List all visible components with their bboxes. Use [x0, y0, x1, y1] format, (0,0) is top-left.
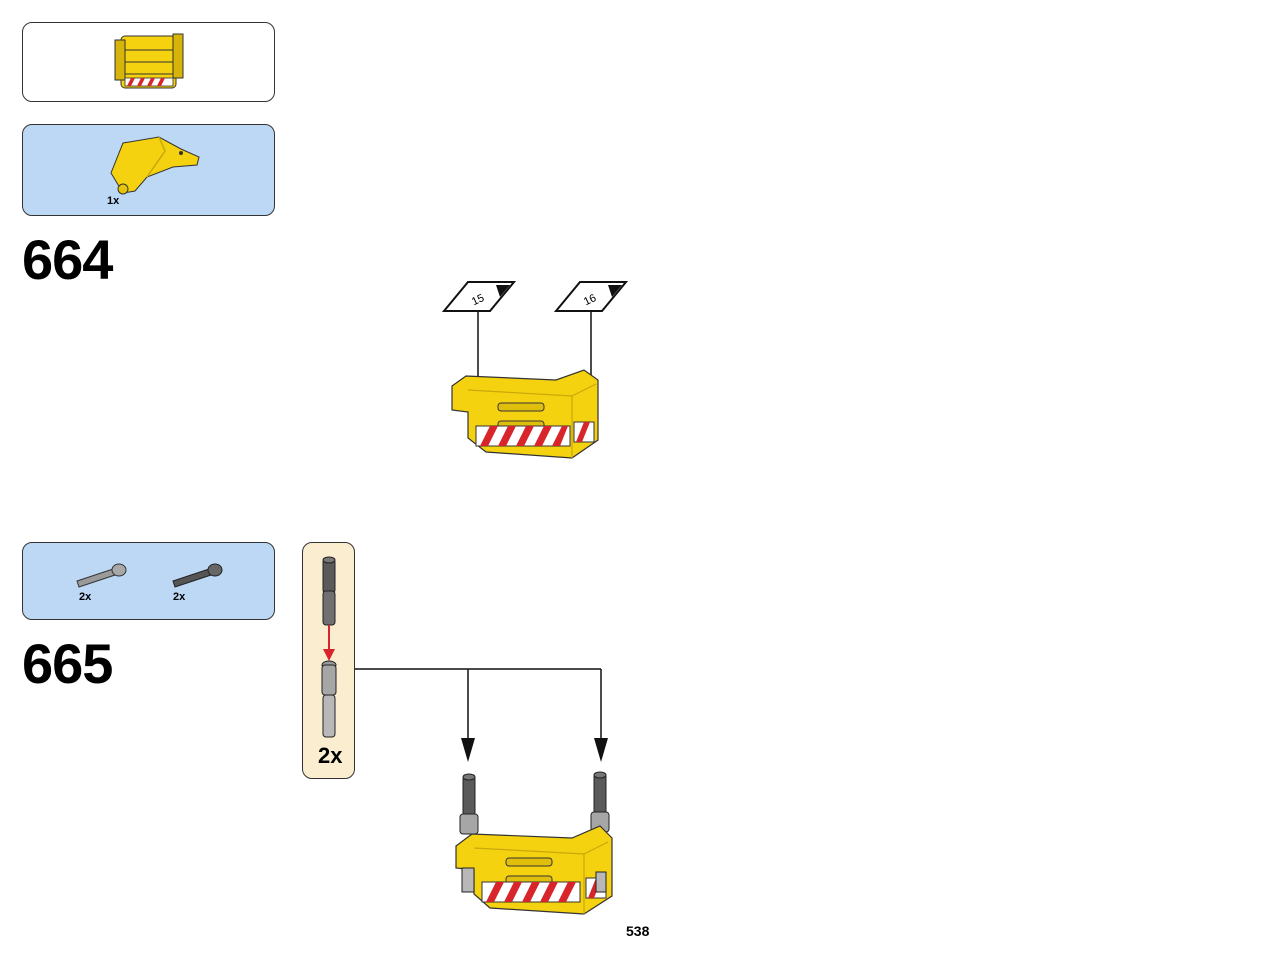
yellow-element-664 [451, 369, 599, 459]
sticker-16: 16 [553, 281, 629, 312]
sticker-16-label: 16 [582, 292, 598, 308]
subassembly-callout: 2x [302, 542, 355, 779]
part-qty-dark-grey-axle-pin: 2x [173, 591, 186, 603]
assembly-arrows [355, 668, 608, 762]
parts-callout-664: 1x [22, 124, 275, 216]
yellow-panel-icon [110, 136, 200, 195]
part-qty-grey-axle-pin: 2x [79, 591, 92, 603]
grey-axle-pin-icon [76, 563, 127, 588]
step-number-664: 664 [22, 228, 113, 291]
parts-callout-665: 2x 2x [22, 542, 275, 620]
yellow-element-665 [455, 771, 613, 915]
dark-grey-axle-pin-icon [172, 563, 223, 588]
submodel-preview-box [22, 22, 275, 102]
part-qty-yellow-panel: 1x [107, 195, 120, 207]
sticker-15: 15 [441, 281, 517, 312]
step-number-665: 665 [22, 632, 113, 695]
page-number: 538 [626, 923, 650, 939]
sticker-15-label: 15 [470, 292, 486, 308]
submodel-preview-image [114, 33, 184, 89]
subassembly-image [321, 556, 337, 738]
subassembly-qty: 2x [318, 743, 343, 768]
